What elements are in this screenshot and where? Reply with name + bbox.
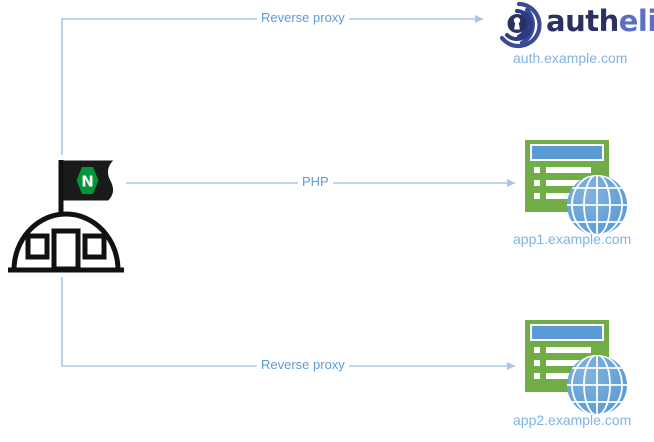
edge-label-php: PHP	[298, 174, 333, 190]
edge-label-reverse-proxy-app2: Reverse proxy	[257, 357, 349, 373]
svg-text:N: N	[81, 173, 94, 191]
authelia-wordmark-part1: auth	[546, 4, 619, 38]
authelia-logo-icon	[499, 1, 542, 49]
authelia-wordmark: authelia	[546, 5, 654, 37]
nginx-logo: N	[8, 155, 126, 277]
app2-server-icon	[525, 320, 627, 415]
node-label-app1: app1.example.com	[513, 231, 632, 247]
authelia-wordmark-part2: elia	[618, 4, 654, 38]
app1-server-icon	[525, 140, 627, 235]
node-label-auth: auth.example.com	[513, 50, 628, 66]
globe-icon	[567, 175, 627, 235]
edge-reverse-proxy-app2	[61, 183, 516, 370]
edge-label-reverse-proxy-auth: Reverse proxy	[257, 10, 349, 26]
node-label-app2: app2.example.com	[513, 412, 632, 428]
globe-icon	[567, 355, 627, 415]
